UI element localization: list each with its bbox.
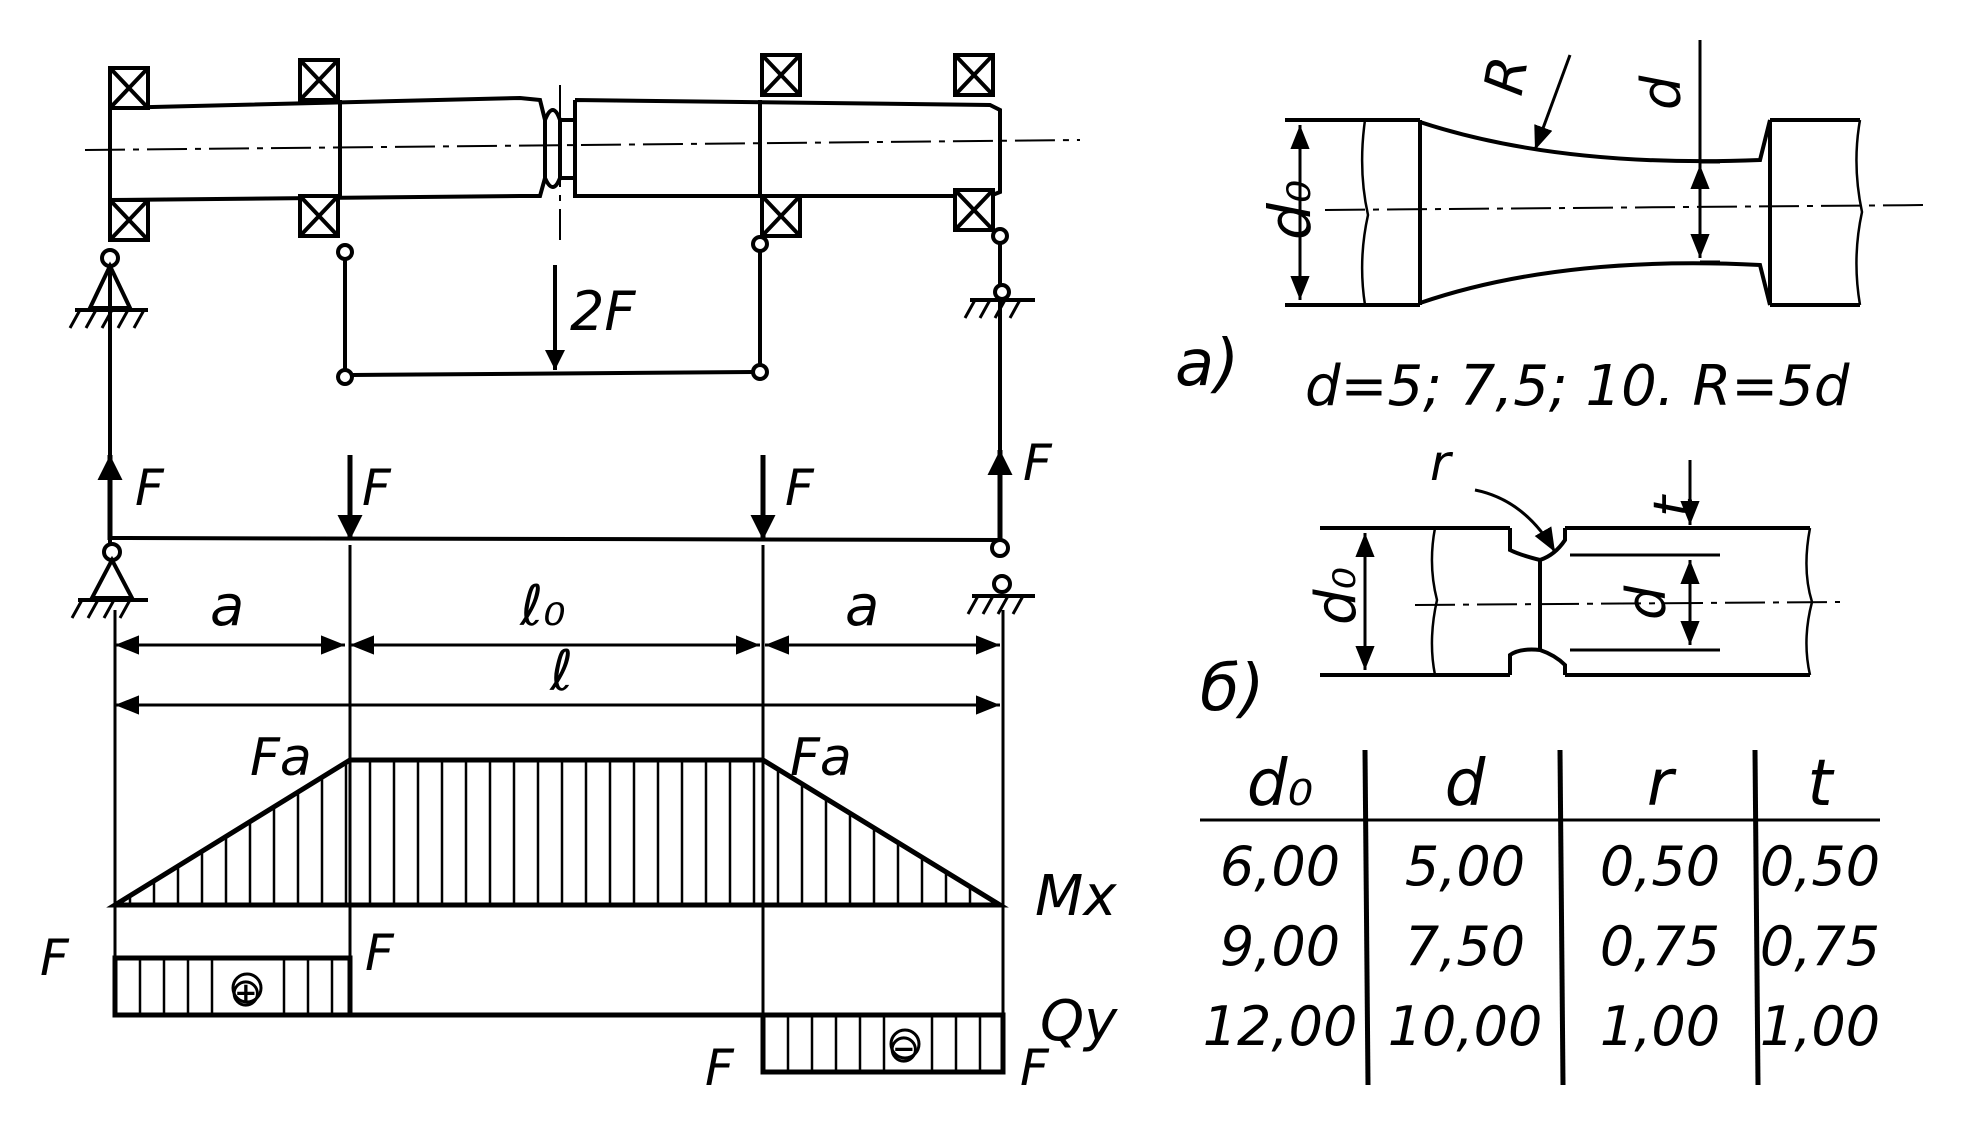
table-cell: 10,00 — [1388, 995, 1543, 1058]
bearing-top-3 — [760, 53, 802, 97]
specimen-a-d0: d₀ — [1256, 180, 1324, 240]
bearing-bot-4 — [953, 188, 995, 232]
shear-label-left-top: F — [40, 929, 70, 987]
bearing-bot-1 — [108, 198, 150, 242]
table-cell: 1,00 — [1760, 995, 1880, 1058]
load-2f-label: 2F — [570, 280, 636, 343]
moment-label-left: Fa — [250, 728, 312, 788]
dim-a-right: a — [845, 574, 879, 639]
shear-sign-negative: ⊖ — [887, 1026, 921, 1072]
bearings — [108, 53, 995, 242]
shear-label-right-bottom-right: F — [1020, 1039, 1050, 1097]
specimen-a-params: d=5; 7,5; 10. R=5d — [1305, 354, 1850, 419]
table-cell: 7,50 — [1405, 915, 1525, 978]
dimension-lines — [113, 545, 1005, 1070]
specimen-a — [1285, 118, 1864, 307]
specimen-b-dims — [1355, 460, 1841, 670]
shaft — [108, 95, 1002, 202]
moment-diagram — [106, 757, 1009, 908]
specimen-b-d: d — [1615, 585, 1678, 620]
loading-frame — [68, 227, 1035, 545]
bearing-bot-2 — [298, 194, 340, 238]
table-cell: 1,00 — [1600, 995, 1720, 1058]
bearing-bot-3 — [760, 194, 802, 238]
specimen-b-t: t — [1642, 494, 1705, 517]
shear-label-left-mid: F — [365, 924, 395, 982]
dim-l: ℓ — [549, 639, 573, 704]
bearing-top-1 — [108, 66, 150, 110]
table-cell: 9,00 — [1220, 915, 1340, 978]
table-header-cell: d₀ — [1247, 747, 1313, 821]
params-table: d₀ d r t 6,00 5,00 0,50 0,50 9,00 7,50 0,75 0,75 12,… — [1200, 747, 1880, 1086]
table-cell: 0,75 — [1760, 915, 1880, 978]
table-cell: 0,50 — [1760, 835, 1880, 898]
table-cell: 0,50 — [1600, 835, 1720, 898]
shear-sign-positive: ⊕ — [229, 970, 263, 1016]
bearing-top-4 — [953, 53, 995, 97]
table-header-cell: d — [1445, 747, 1486, 821]
specimen-a-d: d — [1630, 75, 1693, 110]
specimen-b-caption: б) — [1200, 652, 1264, 726]
load-2f: 2F — [545, 265, 636, 370]
specimen-a-dims — [1290, 40, 1931, 300]
force-inner-left-label: F — [362, 459, 392, 517]
force-inner-right-label: F — [785, 459, 815, 517]
dim-l0: ℓ₀ — [519, 574, 566, 639]
table-header-cell: r — [1647, 747, 1677, 821]
moment-diagram-name: Mx — [1035, 864, 1117, 929]
specimen-a-R: R — [1472, 52, 1541, 100]
beam-scheme — [70, 536, 1035, 619]
table-header-cell: t — [1807, 747, 1835, 821]
moment-label-right: Fa — [790, 728, 852, 788]
specimen-b-d0: d₀ — [1304, 567, 1369, 625]
bearing-top-2 — [298, 58, 340, 102]
shear-diagram — [112, 955, 1006, 1075]
scheme-forces — [97, 450, 1013, 540]
specimen-a-caption: a) — [1175, 327, 1239, 401]
shear-label-right-bottom-left: F — [705, 1039, 735, 1097]
specimen-b — [1320, 526, 1814, 677]
table-cell: 6,00 — [1220, 835, 1340, 898]
dim-a-left: a — [210, 574, 244, 639]
table-cell: 5,00 — [1405, 835, 1525, 898]
table-cell: 12,00 — [1203, 995, 1358, 1058]
table-cell: 0,75 — [1600, 915, 1720, 978]
shaft-axis — [84, 85, 1081, 240]
force-left-label: F — [135, 459, 165, 517]
specimen-b-r: r — [1430, 434, 1454, 492]
shear-diagram-name: Qy — [1040, 989, 1118, 1054]
force-right-label: F — [1023, 434, 1053, 492]
